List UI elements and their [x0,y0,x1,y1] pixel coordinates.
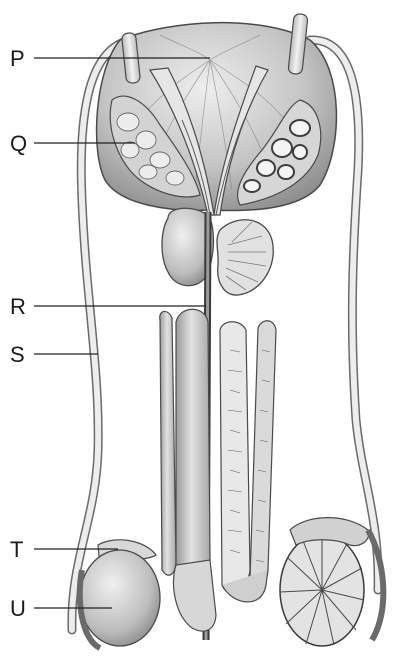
label-p: P [10,46,25,71]
label-s: S [10,342,25,367]
right-corpus [220,321,276,602]
left-testis [80,540,160,648]
label-q: Q [10,131,27,156]
label-r: R [10,294,26,319]
label-u: U [10,596,26,621]
label-t: T [10,537,23,562]
right-testis [280,518,383,646]
left-corpus [160,309,216,631]
prostate [162,208,273,295]
